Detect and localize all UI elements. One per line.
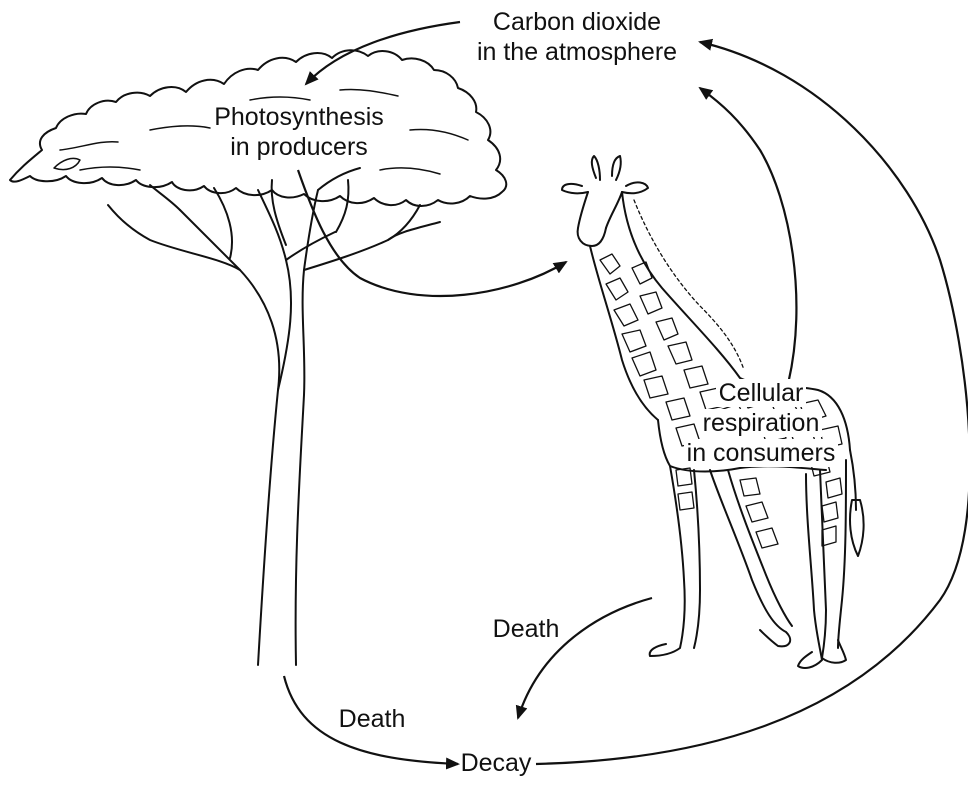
respiration-label: Cellular respiration in consumers (656, 378, 866, 468)
co2-label-line2: in the atmosphere (452, 37, 702, 67)
respiration-label-line3: in consumers (684, 439, 839, 467)
respiration-label-line2: respiration (700, 409, 823, 437)
arrow-respiration-to-co2 (700, 88, 796, 384)
arrow-producers-to-consumers (298, 170, 566, 296)
consumer-death-label: Death (476, 614, 576, 644)
respiration-label-line1: Cellular (716, 379, 807, 407)
co2-label: Carbon dioxide in the atmosphere (452, 7, 702, 67)
photosynthesis-label-line2: in producers (227, 133, 371, 161)
co2-label-line1: Carbon dioxide (452, 7, 702, 37)
arrow-co2-to-producers (306, 22, 460, 84)
photosynthesis-label: Photosynthesis in producers (184, 102, 414, 162)
decay-label: Decay (456, 748, 536, 778)
photosynthesis-label-line1: Photosynthesis (211, 103, 387, 131)
producer-death-label: Death (322, 704, 422, 734)
